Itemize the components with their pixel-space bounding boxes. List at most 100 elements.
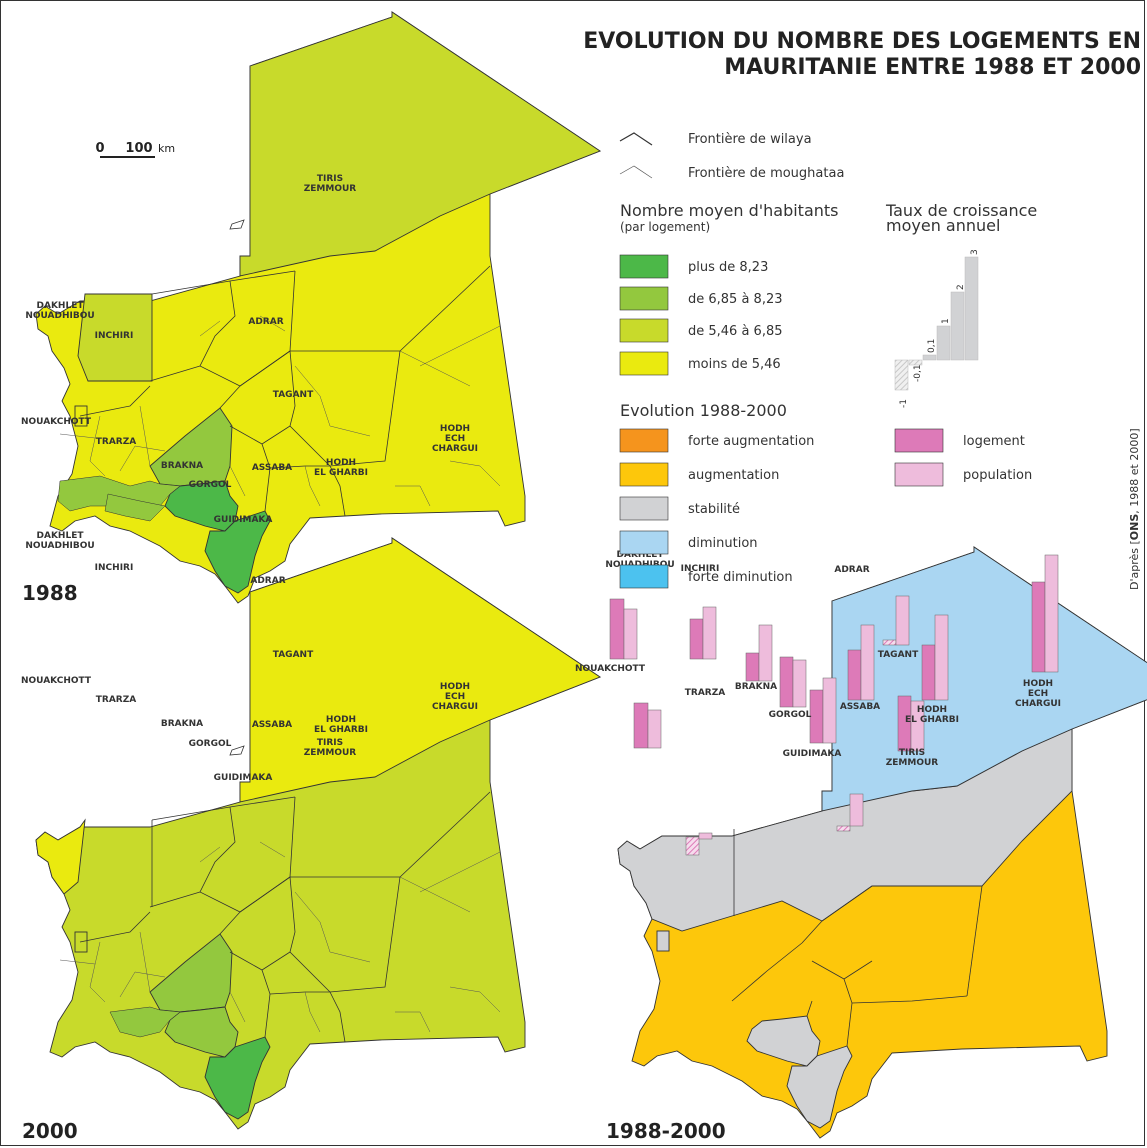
label-gorgol-1988: GORGOL — [189, 480, 232, 490]
label-guidimaka-2000: GUIDIMAKA — [214, 773, 273, 783]
label-tagant-evo: TAGANT — [878, 650, 919, 660]
bar-dakhlet — [633, 702, 662, 749]
label-trarza-2000: TRARZA — [96, 695, 136, 705]
label-nouadhibou-2000: NOUADHIBOU — [25, 541, 94, 551]
source-note: D'après [ONS, 1988 et 2000] — [1128, 428, 1141, 590]
label-hodh-chargui1-1988: HODH — [440, 424, 470, 434]
label-adrar-1988: ADRAR — [248, 317, 283, 327]
density-swatch-1 — [619, 254, 669, 279]
evolution-swatch-3 — [619, 496, 669, 521]
label-hodh-chargui2-evo: ECH — [1028, 689, 1048, 699]
labels-2000: TIRIS ZEMMOUR DAKHLET NOUADHIBOU INCHIRI… — [21, 531, 478, 783]
label-nouakchott-2000: NOUAKCHOTT — [21, 676, 92, 686]
year-2000: 2000 — [22, 1119, 78, 1143]
label-tagant-1988: TAGANT — [273, 390, 314, 400]
map-title-line1: EVOLUTION DU NOMBRE DES LOGEMENTS EN — [583, 29, 1141, 54]
density-label-4: moins de 5,46 — [688, 357, 781, 372]
growth-title1: Taux de croissance — [885, 201, 1037, 220]
label-hodh-gharbi2-evo: EL GHARBI — [905, 715, 959, 725]
scale-bar: 0 100 km — [95, 141, 175, 158]
label-tiris-2000: TIRIS — [317, 738, 343, 748]
scale-value: 100 — [125, 141, 152, 156]
label-adrar-evo: ADRAR — [834, 565, 869, 575]
label-assaba-2000: ASSABA — [252, 720, 292, 730]
evolution-swatch-2 — [619, 462, 669, 487]
label-nouadhibou-1988: NOUADHIBOU — [25, 311, 94, 321]
label-tiris-1988: TIRIS — [317, 174, 343, 184]
label-zemmour-evo: ZEMMOUR — [886, 758, 939, 768]
label-zemmour-2000: ZEMMOUR — [304, 748, 357, 758]
density-swatch-3 — [619, 318, 669, 343]
label-tagant-2000: TAGANT — [273, 650, 314, 660]
growth-tick-4: 1 — [941, 318, 951, 324]
label-inchiri-evo: INCHIRI — [681, 564, 720, 574]
growth-tick-5: 2 — [956, 284, 966, 290]
density-label-2: de 6,85 à 8,23 — [688, 292, 783, 307]
bar-tiris — [897, 695, 925, 752]
source-bold: ONS — [1128, 514, 1141, 541]
label-assaba-evo: ASSABA — [840, 702, 880, 712]
density-swatch-4 — [619, 351, 669, 376]
label-hodh-chargui3-2000: CHARGUI — [432, 702, 478, 712]
bars-absolute — [745, 554, 1059, 744]
year-1988: 1988 — [22, 581, 78, 605]
label-hodh-gharbi1-1988: HODH — [326, 458, 356, 468]
bar-label-logement: logement — [963, 434, 1025, 449]
label-trarza-1988: TRARZA — [96, 437, 136, 447]
evolution-label-1: forte augmentation — [688, 434, 814, 449]
label-nouakchott-1988: NOUAKCHOTT — [21, 417, 92, 427]
label-hodh-chargui2-2000: ECH — [445, 692, 465, 702]
label-assaba-1988: ASSABA — [252, 463, 292, 473]
label-trarza-evo: TRARZA — [685, 688, 725, 698]
evolution-swatch-4 — [619, 530, 669, 555]
growth-tick-6: 3 — [970, 249, 980, 255]
wilaya-frontier-symbol — [619, 132, 653, 146]
label-zemmour-1988: ZEMMOUR — [304, 184, 357, 194]
label-brakna-2000: BRAKNA — [161, 719, 203, 729]
bar-inchiri — [685, 832, 713, 856]
map-2000 — [35, 537, 601, 1130]
density-label-3: de 5,46 à 6,85 — [688, 324, 783, 339]
density-swatch-2 — [619, 286, 669, 311]
evolution-swatch-1 — [619, 428, 669, 453]
map-1988 — [35, 11, 601, 604]
label-tiris-evo: TIRIS — [899, 748, 925, 758]
moughataa-frontier-symbol — [619, 165, 653, 179]
bar-trarza — [689, 606, 717, 660]
source-suffix: , 1988 et 2000] — [1128, 428, 1141, 513]
label-inchiri-1988: INCHIRI — [95, 331, 134, 341]
evolution-label-2: augmentation — [688, 468, 779, 483]
bar-swatch-logement — [894, 428, 944, 453]
label-hodh-gharbi1-2000: HODH — [326, 715, 356, 725]
growth-scale-bars — [894, 256, 979, 391]
growth-title2: moyen annuel — [886, 216, 1000, 235]
growth-tick-3: 0,1 — [927, 339, 937, 353]
growth-tick-2: -0,1 — [913, 364, 923, 382]
label-guidimaka-1988: GUIDIMAKA — [214, 515, 273, 525]
legend: Frontière de wilaya Frontière de moughat… — [619, 132, 1037, 589]
label-gorgol-2000: GORGOL — [189, 739, 232, 749]
year-1988-2000: 1988-2000 — [606, 1119, 726, 1143]
evolution-label-5: forte diminution — [688, 570, 793, 585]
bar-nouakchott — [609, 598, 638, 660]
evolution-label-3: stabilité — [688, 502, 740, 517]
label-adrar-2000: ADRAR — [250, 576, 285, 586]
growth-tick-1: -1 — [899, 399, 909, 408]
label-hodh-chargui3-evo: CHARGUI — [1015, 699, 1061, 709]
label-dakhlet-evo: DAKHLET — [617, 550, 665, 560]
bar-label-population: population — [963, 468, 1032, 483]
label-hodh-chargui2-1988: ECH — [445, 434, 465, 444]
label-nouakchott-evo: NOUAKCHOTT — [575, 664, 646, 674]
labels-1988: TIRIS ZEMMOUR DAKHLET NOUADHIBOU INCHIRI… — [21, 174, 478, 525]
label-dakhlet-1988: DAKHLET — [37, 301, 85, 311]
label-brakna-evo: BRAKNA — [735, 682, 777, 692]
legend-frontier-wilaya: Frontière de wilaya — [688, 132, 812, 147]
bar-adrar — [836, 793, 864, 832]
density-label-1: plus de 8,23 — [688, 260, 768, 275]
map-evolution — [609, 546, 1147, 1139]
evolution-label-4: diminution — [688, 536, 758, 551]
density-title: Nombre moyen d'habitants — [620, 201, 839, 220]
label-guidimaka-evo: GUIDIMAKA — [783, 749, 842, 759]
label-hodh-chargui1-evo: HODH — [1023, 679, 1053, 689]
